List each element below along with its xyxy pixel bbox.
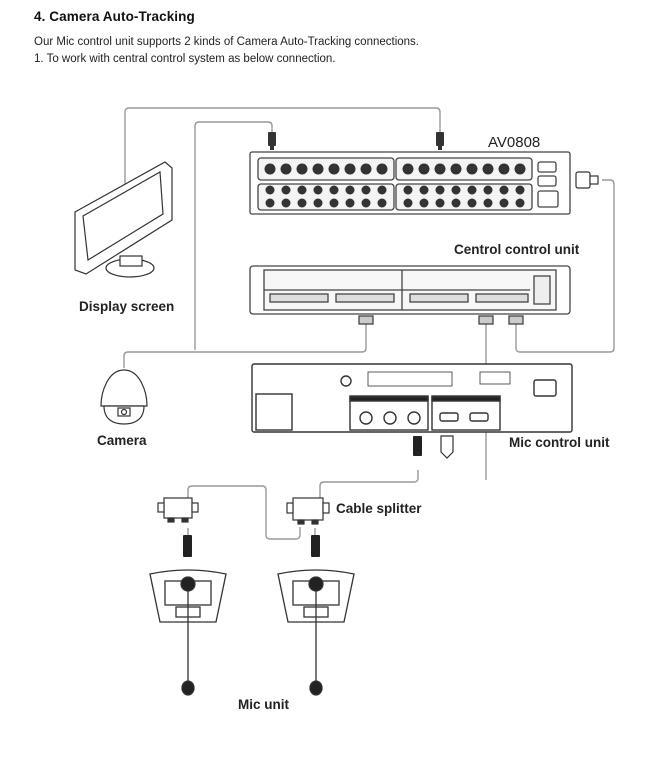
rca-jack xyxy=(467,198,477,208)
matrix-model-label: AV0808 xyxy=(488,134,541,151)
mic-control-device xyxy=(251,363,573,433)
rca-jack xyxy=(467,185,477,195)
rca-jack xyxy=(281,198,291,208)
bnc-jack xyxy=(514,163,526,175)
rca-jack xyxy=(313,198,323,208)
cable-splitter-label: Cable splitter xyxy=(336,501,422,516)
bnc-jack xyxy=(418,163,430,175)
db9-plug-icon xyxy=(575,171,599,189)
dome-camera-icon xyxy=(100,369,148,425)
bnc-jack xyxy=(482,163,494,175)
step-1-text: 1. To work with central control system a… xyxy=(34,53,336,65)
rca-jack xyxy=(377,185,387,195)
display-screen-label: Display screen xyxy=(79,299,175,314)
rca-jack xyxy=(515,198,525,208)
rca-jack xyxy=(361,198,371,208)
rca-jack xyxy=(451,198,461,208)
rca-jack xyxy=(345,185,355,195)
bnc-jack xyxy=(296,163,308,175)
rca-jack xyxy=(483,185,493,195)
central-control-device xyxy=(249,265,571,325)
rca-jack xyxy=(483,198,493,208)
bnc-connector-icon xyxy=(268,132,276,150)
rca-jack xyxy=(265,198,275,208)
central-control-label: Centrol control unit xyxy=(454,242,580,257)
cable-splitter-chain xyxy=(187,485,301,540)
rca-jack xyxy=(329,198,339,208)
mic-unit-label: Mic unit xyxy=(238,697,289,712)
rca-jack xyxy=(451,185,461,195)
rca-jack xyxy=(419,198,429,208)
rca-jack xyxy=(419,185,429,195)
rca-jack xyxy=(281,185,291,195)
mic-plug-icon xyxy=(183,535,192,557)
bnc-jack xyxy=(402,163,414,175)
bnc-jack xyxy=(376,163,388,175)
bnc-jack xyxy=(312,163,324,175)
rca-jack xyxy=(265,185,275,195)
rca-jack xyxy=(345,198,355,208)
bnc-jack xyxy=(360,163,372,175)
cable-camera-video xyxy=(194,121,273,350)
section-heading: 4. Camera Auto-Tracking xyxy=(34,9,195,24)
cable-camera-control xyxy=(123,322,367,368)
cable-splitter-left xyxy=(157,497,199,523)
cable-splitter-right xyxy=(286,497,330,525)
rca-jack xyxy=(499,198,509,208)
bnc-jack xyxy=(344,163,356,175)
rca-jack xyxy=(313,185,323,195)
rca-jack xyxy=(377,198,387,208)
bnc-jack xyxy=(466,163,478,175)
rca-jack xyxy=(403,198,413,208)
rca-jack xyxy=(515,185,525,195)
cable-display-video xyxy=(124,107,441,218)
rca-jack xyxy=(297,198,307,208)
rca-jack xyxy=(297,185,307,195)
display-screen-icon xyxy=(74,161,173,278)
rca-jack xyxy=(361,185,371,195)
bnc-jack xyxy=(450,163,462,175)
mic-control-label: Mic control unit xyxy=(509,435,610,450)
bnc-jack xyxy=(434,163,446,175)
rca-jack xyxy=(403,185,413,195)
mic-control-plugs xyxy=(413,436,422,456)
rca-jack xyxy=(499,185,509,195)
bnc-jack xyxy=(498,163,510,175)
bnc-jack xyxy=(264,163,276,175)
intro-text: Our Mic control unit supports 2 kinds of… xyxy=(34,36,419,48)
rca-jack xyxy=(329,185,339,195)
bnc-connector-icon xyxy=(436,132,444,150)
cable-mic-splitter xyxy=(319,470,419,498)
mic-unit-left xyxy=(149,569,227,696)
camera-label: Camera xyxy=(97,433,147,448)
db9-plug-icon xyxy=(440,435,454,459)
rca-jack xyxy=(435,198,445,208)
mic-unit-right xyxy=(277,569,355,696)
matrix-jacks xyxy=(264,163,526,208)
bnc-jack xyxy=(328,163,340,175)
bnc-jack xyxy=(280,163,292,175)
mic-plug-icon xyxy=(311,535,320,557)
cable-matrix-central xyxy=(515,179,615,353)
rca-jack xyxy=(435,185,445,195)
